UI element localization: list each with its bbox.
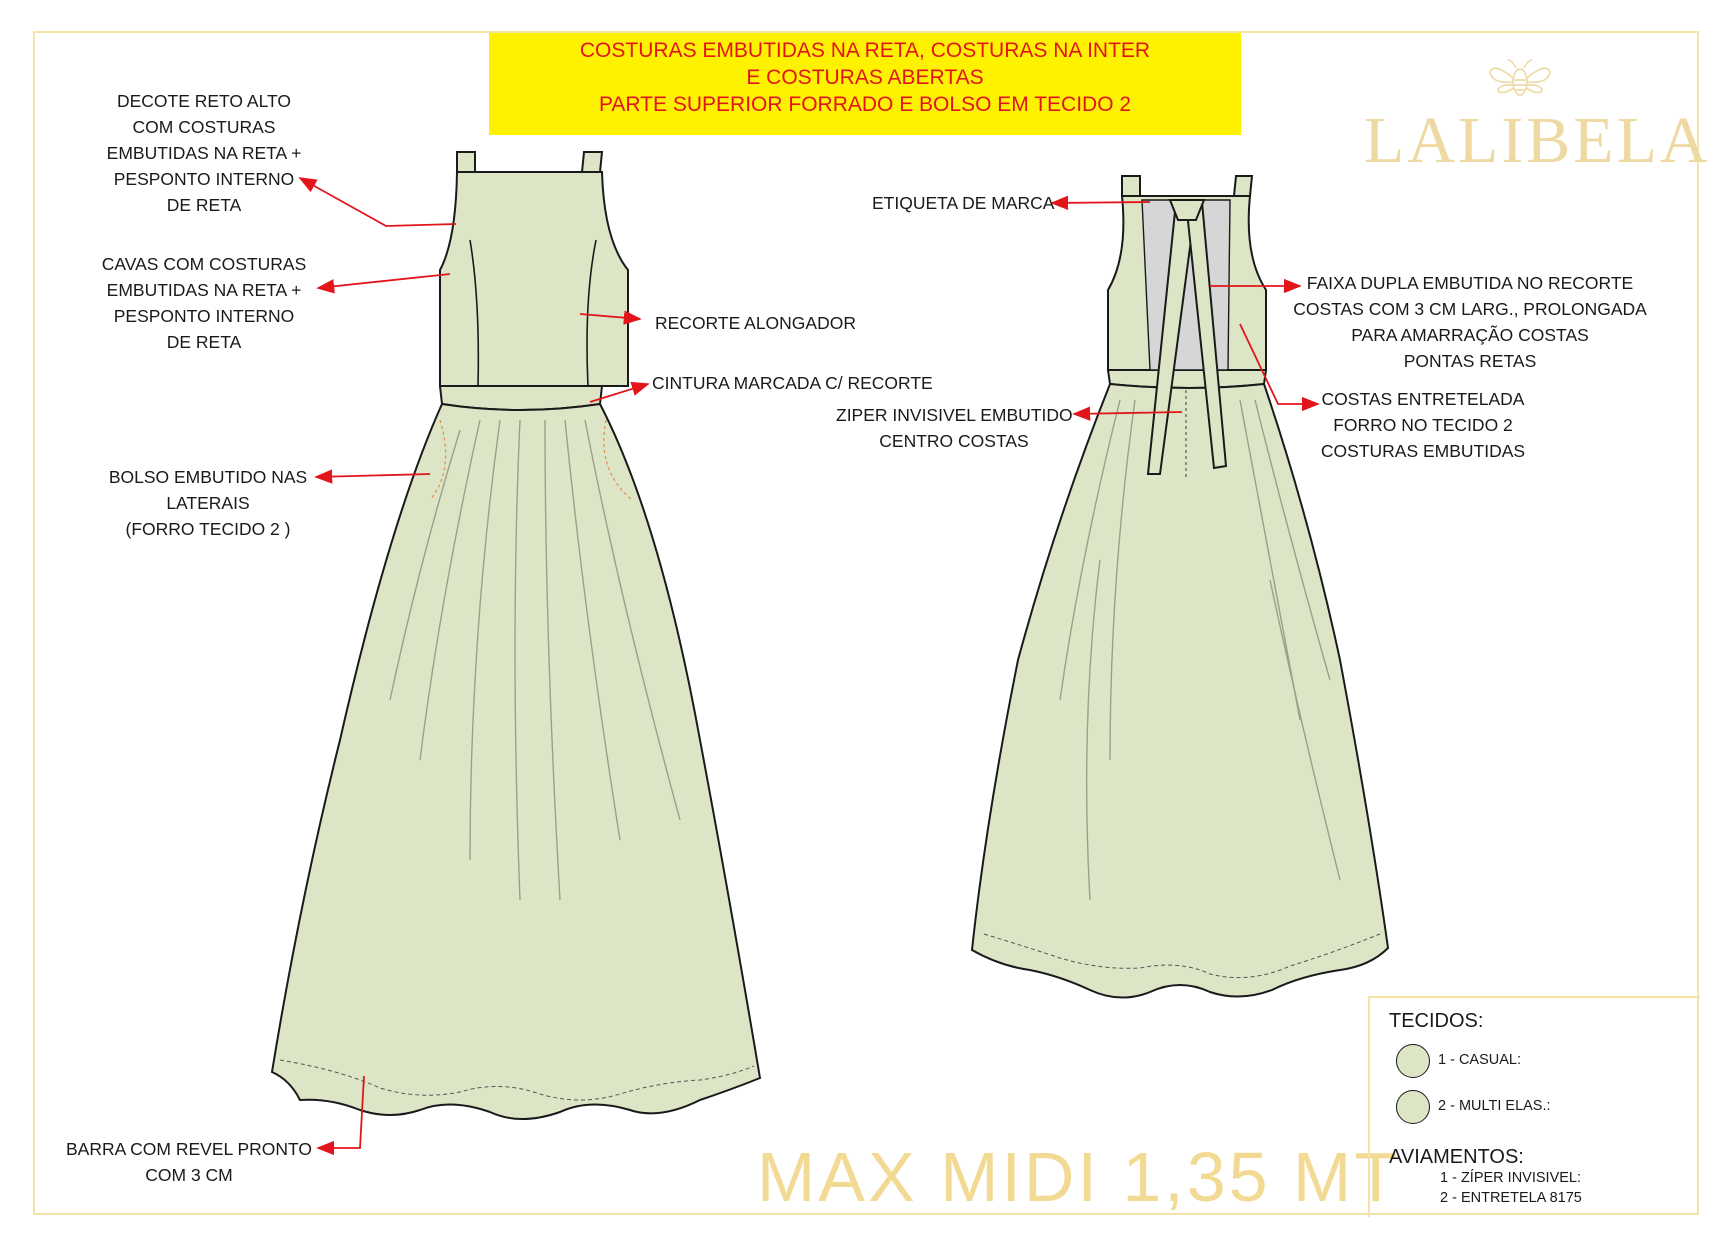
front-pocket-outlines bbox=[429, 419, 633, 501]
materials-legend bbox=[1368, 996, 1700, 1217]
label-costas: COSTAS ENTRETELADA FORRO NO TECIDO 2 COS… bbox=[1320, 389, 1526, 461]
construction-notes-banner: COSTURAS EMBUTIDAS NA RETA, COSTURAS NA … bbox=[489, 33, 1241, 135]
annotation-arrows bbox=[298, 177, 1320, 1156]
tecidos-heading: TECIDOS: bbox=[1389, 1010, 1484, 1032]
page-border bbox=[33, 31, 1699, 1215]
arrow-cavas bbox=[316, 273, 451, 294]
front-right-strap bbox=[580, 151, 604, 173]
model-title: MAX MIDI 1,35 MT bbox=[757, 1138, 1401, 1216]
banner-line-2: E COSTURAS ABERTAS bbox=[746, 66, 984, 89]
fabric-swatch-2 bbox=[1396, 1090, 1430, 1124]
bee-icon bbox=[1489, 59, 1551, 96]
brand-wordmark: LALIBELA bbox=[1364, 104, 1711, 177]
label-faixa: FAIXA DUPLA EMBUTIDA NO RECORTE COSTAS C… bbox=[1293, 273, 1647, 371]
fabric-item-2: 2 - MULTI ELAS.: bbox=[1438, 1098, 1551, 1114]
arrow-cintura bbox=[589, 381, 650, 403]
arrow-ziper bbox=[1072, 406, 1183, 421]
trim-item-1: 1 - ZÍPER INVISIVEL: bbox=[1440, 1170, 1582, 1186]
arrow-bolso bbox=[314, 469, 431, 484]
label-barra: BARRA COM REVEL PRONTO COM 3 CM bbox=[65, 1139, 313, 1185]
banner-line-3: PARTE SUPERIOR FORRADO E BOLSO EM TECIDO… bbox=[598, 93, 1132, 116]
arrow-decote bbox=[298, 177, 457, 227]
banner-line-1: COSTURAS EMBUTIDAS NA RETA, COSTURAS NA … bbox=[579, 39, 1151, 62]
back-right-strap bbox=[1232, 175, 1254, 197]
back-fold-lines bbox=[1059, 399, 1341, 901]
label-recorte: RECORTE ALONGADOR bbox=[655, 313, 856, 333]
back-skirt bbox=[970, 382, 1390, 999]
fabric-item-1: 1 - CASUAL: bbox=[1438, 1052, 1521, 1068]
label-cavas: CAVAS COM COSTURAS EMBUTIDAS NA RETA + P… bbox=[101, 254, 307, 352]
label-bolso: BOLSO EMBUTIDO NAS LATERAIS (FORRO TECID… bbox=[108, 467, 308, 539]
back-left-strap bbox=[1121, 175, 1141, 197]
arrow-barra bbox=[316, 1075, 365, 1156]
back-hem-stitch bbox=[983, 933, 1381, 979]
front-seam-lines bbox=[469, 239, 597, 387]
label-etiqueta: ETIQUETA DE MARCA bbox=[872, 193, 1055, 213]
front-hem-stitch bbox=[279, 1059, 755, 1101]
aviamentos-heading: AVIAMENTOS: bbox=[1389, 1146, 1524, 1168]
arrow-recorte bbox=[579, 310, 642, 325]
front-left-strap bbox=[456, 151, 476, 173]
label-ziper: ZIPER INVISIVEL EMBUTIDO CENTRO COSTAS bbox=[836, 405, 1073, 451]
arrow-etiqueta bbox=[1050, 195, 1151, 211]
front-dress-flat bbox=[270, 151, 762, 1120]
label-cintura: CINTURA MARCADA C/ RECORTE bbox=[652, 373, 933, 393]
trim-item-2: 2 - ENTRETELA 8175 bbox=[1440, 1190, 1582, 1206]
front-fold-lines bbox=[389, 419, 681, 901]
front-bodice bbox=[439, 171, 629, 387]
fabric-swatch-1 bbox=[1396, 1044, 1430, 1078]
back-tie-sash bbox=[1146, 199, 1228, 475]
arrow-costas bbox=[1239, 323, 1320, 412]
label-decote: DECOTE RETO ALTO COM COSTURAS EMBUTIDAS … bbox=[106, 91, 302, 215]
